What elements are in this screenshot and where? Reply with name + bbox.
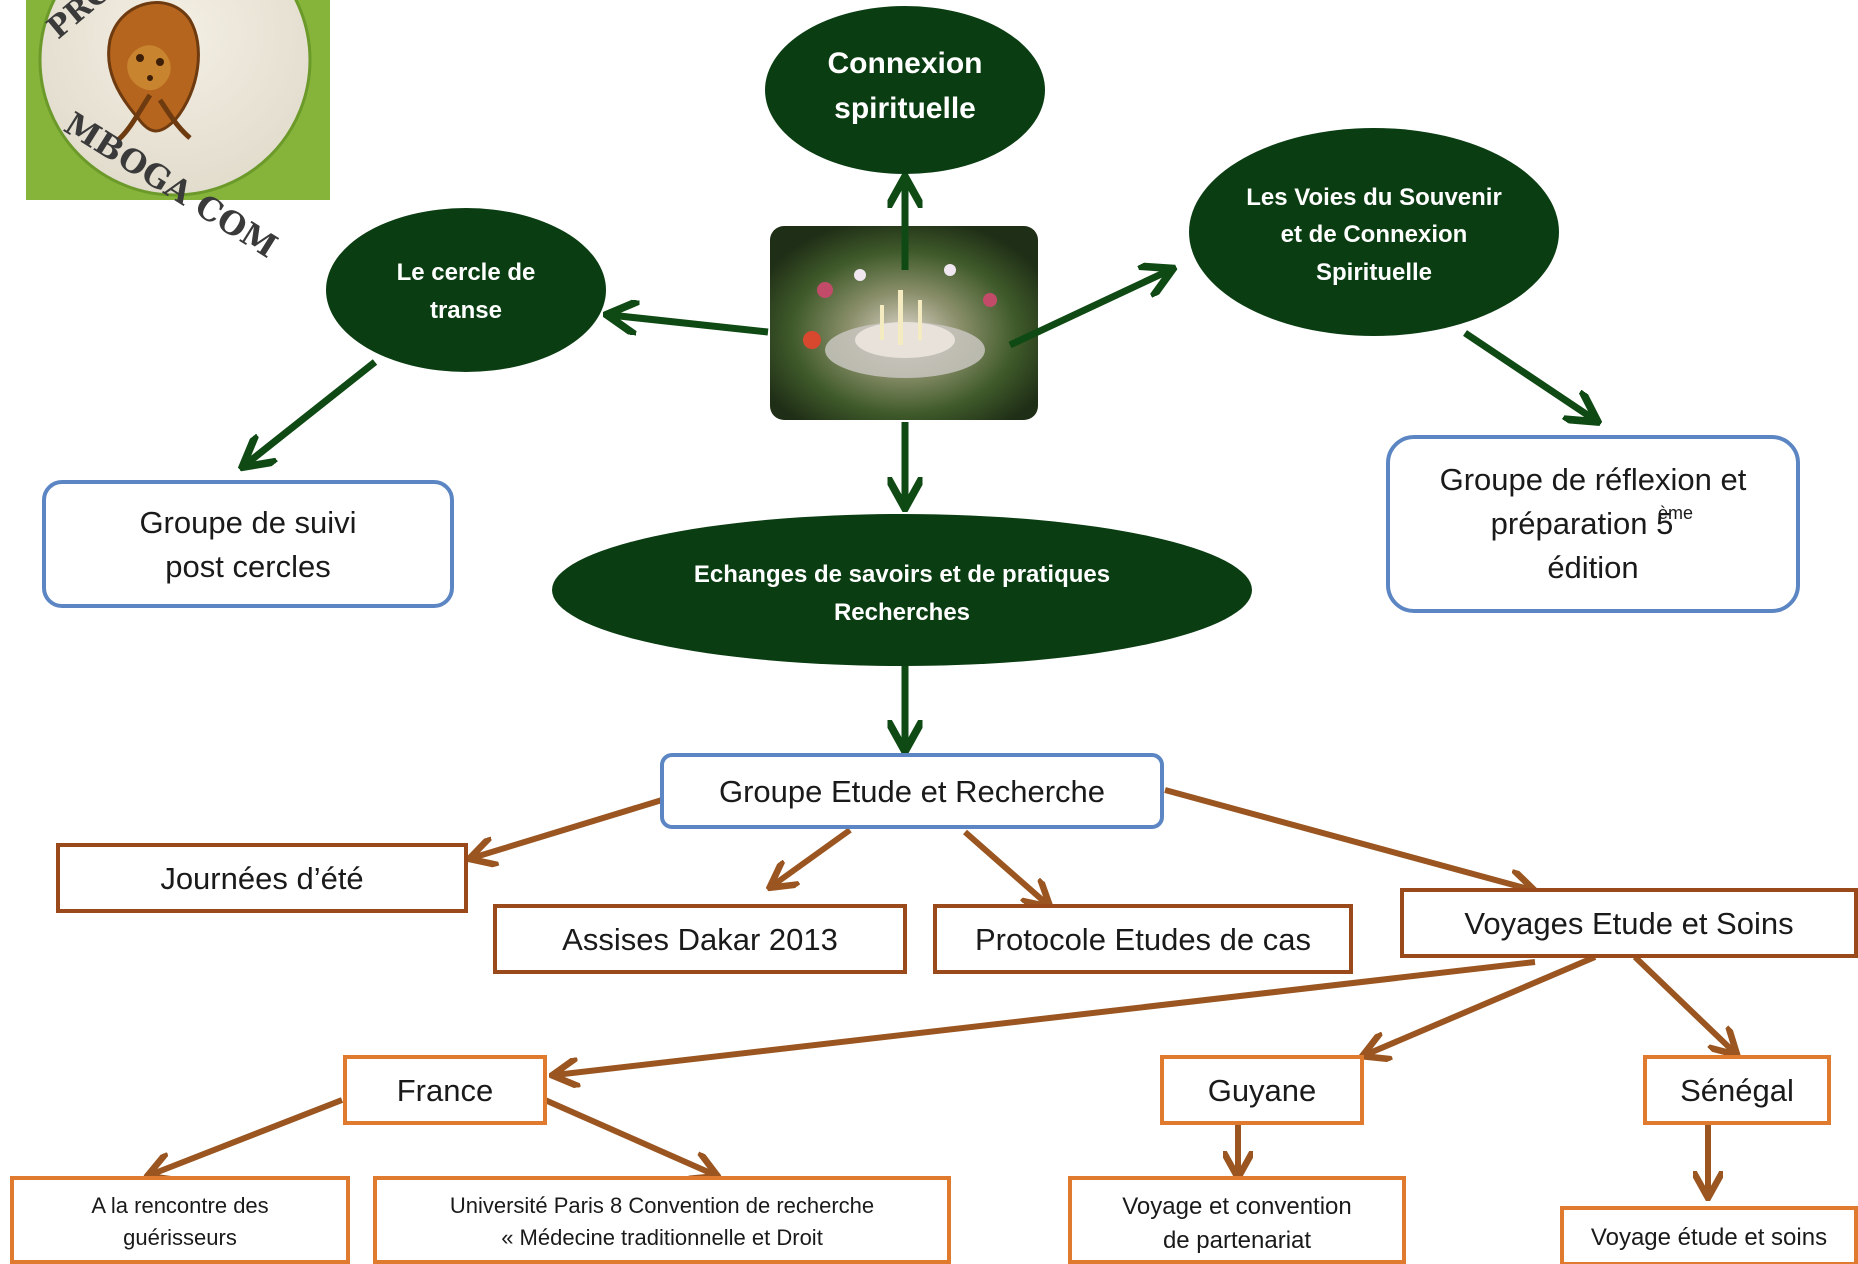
box-groupe-de-suivi: Groupe de suivi post cercles	[42, 480, 454, 608]
ellipse-cercle-de-transe: Le cercle de transe	[326, 208, 606, 372]
box-protocole-etudes: Protocole Etudes de cas	[933, 904, 1353, 974]
france-label: France	[397, 1073, 493, 1108]
box-france: France	[343, 1055, 547, 1125]
reflexion-line1: Groupe de réflexion et	[1440, 462, 1747, 497]
carved-hands-figure-icon	[107, 1, 200, 142]
rencontre-line1: A la rencontre des	[91, 1193, 268, 1218]
box-senegal: Sénégal	[1643, 1055, 1831, 1125]
arrow-to-guyane	[1365, 954, 1597, 1055]
suivi-line2: post cercles	[165, 549, 330, 584]
connexion-line2: spirituelle	[834, 92, 976, 125]
arrow-to-france	[555, 959, 1536, 1075]
reflexion-line2: préparation 5	[1491, 506, 1674, 541]
cercle-line1: Le cercle de	[397, 259, 536, 286]
assises-label: Assises Dakar 2013	[562, 922, 838, 957]
arrow-to-senegal	[1632, 954, 1735, 1053]
green-arrows	[245, 180, 1595, 748]
paris8-line2: « Médecine traditionnelle et Droit	[501, 1225, 823, 1250]
guyane-label: Guyane	[1208, 1073, 1317, 1108]
voyages-label: Voyages Etude et Soins	[1464, 906, 1793, 941]
box-voyage-etude-soins: Voyage étude et soins	[1560, 1206, 1858, 1264]
suivi-line1: Groupe de suivi	[139, 505, 356, 540]
reflexion-superscript: ème	[1658, 503, 1693, 523]
arrow-to-suivi	[245, 359, 378, 465]
arrow-to-cercle	[610, 315, 769, 336]
senegal-label: Sénégal	[1680, 1073, 1794, 1108]
arrow-to-voies	[1008, 270, 1170, 349]
arrow-to-rencontre	[150, 1097, 344, 1175]
arrow-to-protocole	[963, 829, 1048, 905]
voyage-soins-label: Voyage étude et soins	[1591, 1224, 1827, 1251]
box-voyage-convention: Voyage et convention de partenariat	[1068, 1176, 1406, 1264]
echanges-line1: Echanges de savoirs et de pratiques	[694, 561, 1110, 588]
echanges-line2: Recherches	[834, 599, 970, 626]
voies-line3: Spirituelle	[1316, 259, 1432, 286]
box-assises-dakar: Assises Dakar 2013	[493, 904, 907, 974]
ellipse-connexion-spirituelle: Connexion spirituelle	[765, 6, 1045, 174]
protocole-label: Protocole Etudes de cas	[975, 922, 1311, 957]
ellipse-voies-du-souvenir: Les Voies du Souvenir et de Connexion Sp…	[1189, 128, 1559, 336]
etude-label: Groupe Etude et Recherche	[719, 774, 1105, 809]
arrow-to-assises	[772, 827, 852, 886]
convention-line1: Voyage et convention	[1122, 1193, 1352, 1220]
box-rencontre-guerisseurs: A la rencontre des guérisseurs	[10, 1176, 350, 1264]
reflexion-line3: édition	[1547, 550, 1638, 585]
ellipse-echanges-de-savoirs: Echanges de savoirs et de pratiques Rech…	[552, 514, 1252, 666]
brown-arrows	[150, 787, 1735, 1195]
arrow-to-voyages	[1164, 787, 1532, 890]
cercle-line2: transe	[430, 297, 502, 324]
box-guyane: Guyane	[1160, 1055, 1364, 1125]
box-groupe-etude-recherche: Groupe Etude et Recherche	[660, 753, 1164, 829]
ceremonial-circle-photo	[770, 226, 1038, 420]
arrow-to-journees	[472, 797, 663, 858]
box-universite-paris8: Université Paris 8 Convention de recherc…	[373, 1176, 951, 1264]
voies-line1: Les Voies du Souvenir	[1246, 184, 1502, 211]
journees-label: Journées d’été	[160, 861, 363, 896]
arrow-to-paris8	[543, 1097, 715, 1175]
box-journees-ete: Journées d’été	[56, 843, 468, 913]
connexion-line1: Connexion	[828, 47, 983, 80]
arrow-to-reflexion	[1463, 330, 1595, 420]
rencontre-line2: guérisseurs	[123, 1225, 237, 1250]
box-voyages-etude-soins: Voyages Etude et Soins	[1400, 888, 1858, 958]
logo: PROTO TERRA MBOGA COM	[26, 0, 330, 266]
convention-line2: de partenariat	[1163, 1227, 1311, 1254]
voies-line2: et de Connexion	[1281, 221, 1468, 248]
paris8-line1: Université Paris 8 Convention de recherc…	[450, 1193, 874, 1218]
box-groupe-de-reflexion: Groupe de réflexion et préparation 5 ème…	[1386, 435, 1800, 613]
